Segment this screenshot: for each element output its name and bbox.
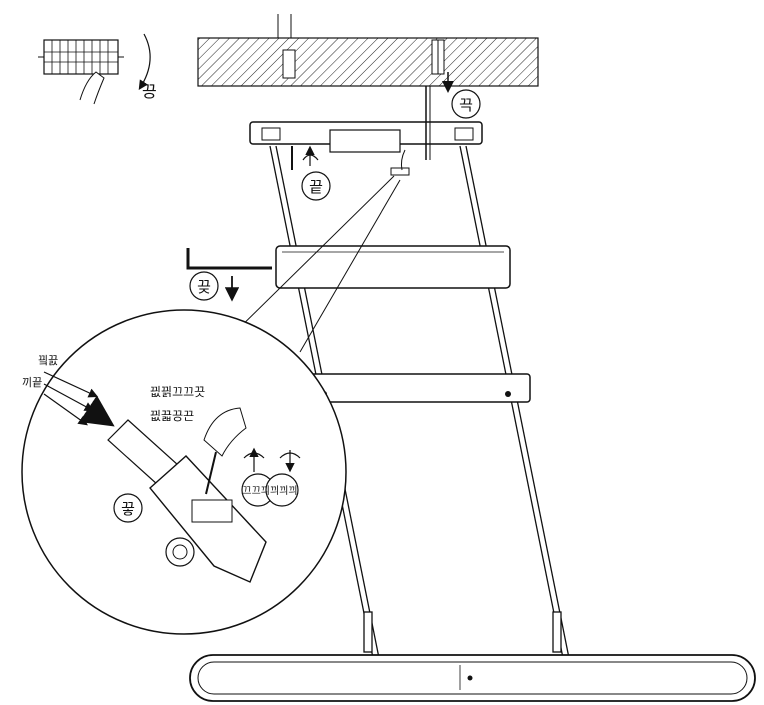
terminal-badge-2: [265, 473, 299, 507]
canopy-bracket: [249, 72, 483, 176]
screw: [291, 145, 319, 170]
step-canopy-screw-badge: [301, 171, 331, 201]
luminaire-body: [189, 654, 756, 702]
detail-note-line2: 끲끏끙끈: [150, 409, 194, 423]
circuit-breaker-panel: [38, 33, 151, 105]
step-ceiling-mount-label: 끅: [459, 96, 473, 114]
step-power-off-label: 끙: [142, 82, 157, 101]
step-wiring-label: 끟: [121, 500, 135, 518]
step-wiring-badge: [113, 493, 143, 523]
wire-label-top: 끸끐: [38, 354, 58, 367]
wire-label-bottom: 끼끝: [22, 376, 42, 389]
step-spacer-bar-badge: [189, 271, 219, 301]
terminal-note: 끄끄끠끠끠끠: [242, 485, 297, 497]
upper-spacer-bar: [186, 245, 511, 289]
step-spacer-bar-label: 끚: [197, 278, 211, 296]
terminal-block: [107, 419, 267, 583]
rotate-arrows-icon: [243, 447, 301, 473]
ceiling: [197, 14, 539, 87]
detail-note-line1: 끲끩끄끄끗: [150, 385, 205, 399]
supply-wires: [43, 371, 115, 427]
lower-spacer-bar: [297, 373, 531, 403]
step-ceiling-mount-badge: [451, 89, 481, 119]
step-canopy-screw-label: 끝: [309, 178, 323, 196]
screwdriver-hand: [203, 407, 247, 495]
